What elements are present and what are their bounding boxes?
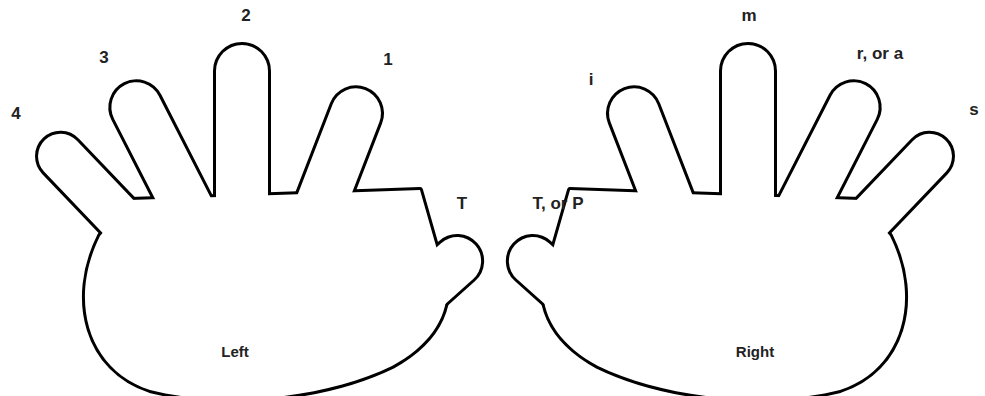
finger-shape (216, 45, 268, 225)
finger-label: 4 (11, 104, 20, 124)
finger-shape (722, 45, 774, 225)
finger-label: m (741, 6, 756, 26)
hand-fill (29, 45, 490, 396)
hand-outline (500, 45, 961, 396)
hand-name: Left (221, 343, 249, 361)
finger-shape (722, 45, 774, 225)
finger-shape (103, 74, 223, 244)
finger-label: 2 (241, 6, 250, 26)
finger-label: T, or P (532, 194, 583, 214)
finger-shape (216, 45, 268, 225)
finger-shape (362, 227, 490, 350)
finger-label: 1 (383, 50, 392, 70)
finger-label: s (969, 100, 978, 120)
hand-outline: Left (20, 30, 490, 396)
finger-shape (768, 74, 888, 244)
hand-fill (500, 45, 961, 396)
finger-shape (602, 81, 704, 241)
finger-label: r, or a (857, 44, 903, 64)
finger-label: 3 (99, 48, 108, 68)
hand-name: Right (736, 343, 774, 361)
hand-outline (29, 45, 490, 396)
finger-label: i (589, 70, 594, 90)
finger-label: T (457, 194, 467, 214)
finger-shape (287, 81, 389, 241)
finger-shape (500, 227, 628, 350)
hand-drawing (20, 30, 490, 396)
